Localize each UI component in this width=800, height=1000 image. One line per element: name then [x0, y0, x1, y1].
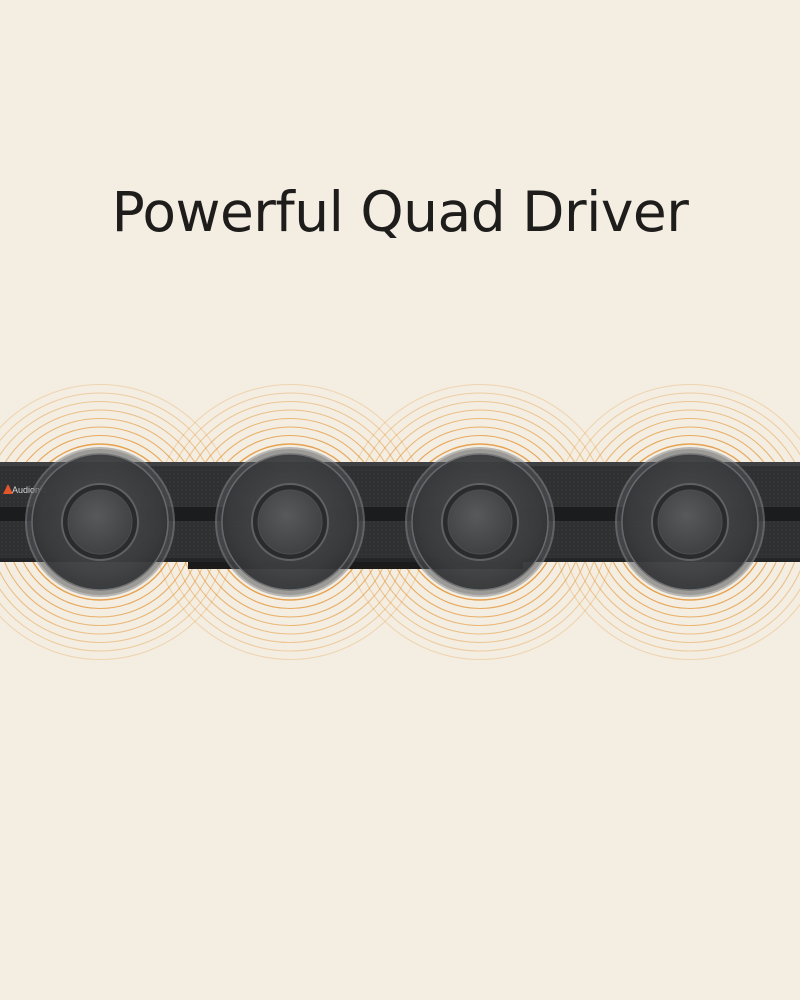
- driver-3: [405, 447, 555, 597]
- driver-dust-cap: [447, 489, 513, 555]
- headline: Powerful Quad Driver: [111, 180, 689, 244]
- driver-2: [215, 447, 365, 597]
- soundbar-center-strip: [0, 507, 800, 521]
- brand-logo: Audionic: [3, 484, 47, 495]
- driver-dust-cap: [657, 489, 723, 555]
- brand-logo-text: Audionic: [12, 485, 47, 495]
- drivers: [25, 447, 765, 597]
- soundbar-top-edge: [0, 462, 800, 466]
- driver-dust-cap: [257, 489, 323, 555]
- driver-dust-cap: [67, 489, 133, 555]
- driver-4: [615, 447, 765, 597]
- soundbar-bottom-edge: [0, 558, 800, 562]
- soundbar-stand: [188, 560, 523, 569]
- driver-1: [25, 447, 175, 597]
- brand-logo-icon: [3, 484, 13, 494]
